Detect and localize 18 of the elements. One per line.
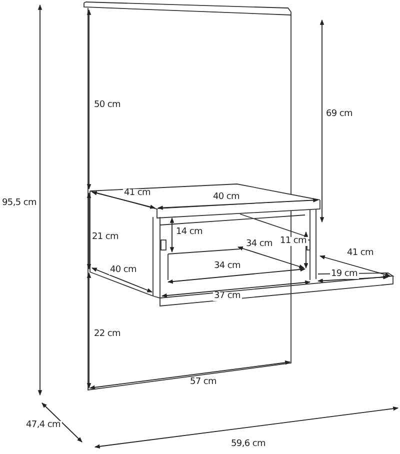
dimension-label: 41 cm <box>123 189 152 198</box>
dimension-label: 40 cm <box>212 193 241 202</box>
dimension-label: 21 cm <box>91 233 120 242</box>
dimension-label: 41 cm <box>346 249 375 258</box>
dimension-label: 34 cm <box>213 262 242 271</box>
dimension-label: 47,4 cm <box>25 421 62 430</box>
dimension-label: 57 cm <box>189 378 218 387</box>
dimension-label: 22 cm <box>93 330 122 339</box>
dimension-label: 50 cm <box>93 101 122 110</box>
dimension-label: 59,6 cm <box>230 440 267 449</box>
dimension-label: 40 cm <box>109 266 138 275</box>
dimension-label: 69 cm <box>325 110 354 119</box>
dimension-label: 34 cm <box>245 240 274 249</box>
dimension-label: 11 cm <box>279 237 308 246</box>
dimension-label: 14 cm <box>175 228 204 237</box>
dimension-label: 95,5 cm <box>1 199 38 208</box>
dimension-label: 37 cm <box>213 292 242 301</box>
dimension-label: 19 cm <box>330 270 359 279</box>
